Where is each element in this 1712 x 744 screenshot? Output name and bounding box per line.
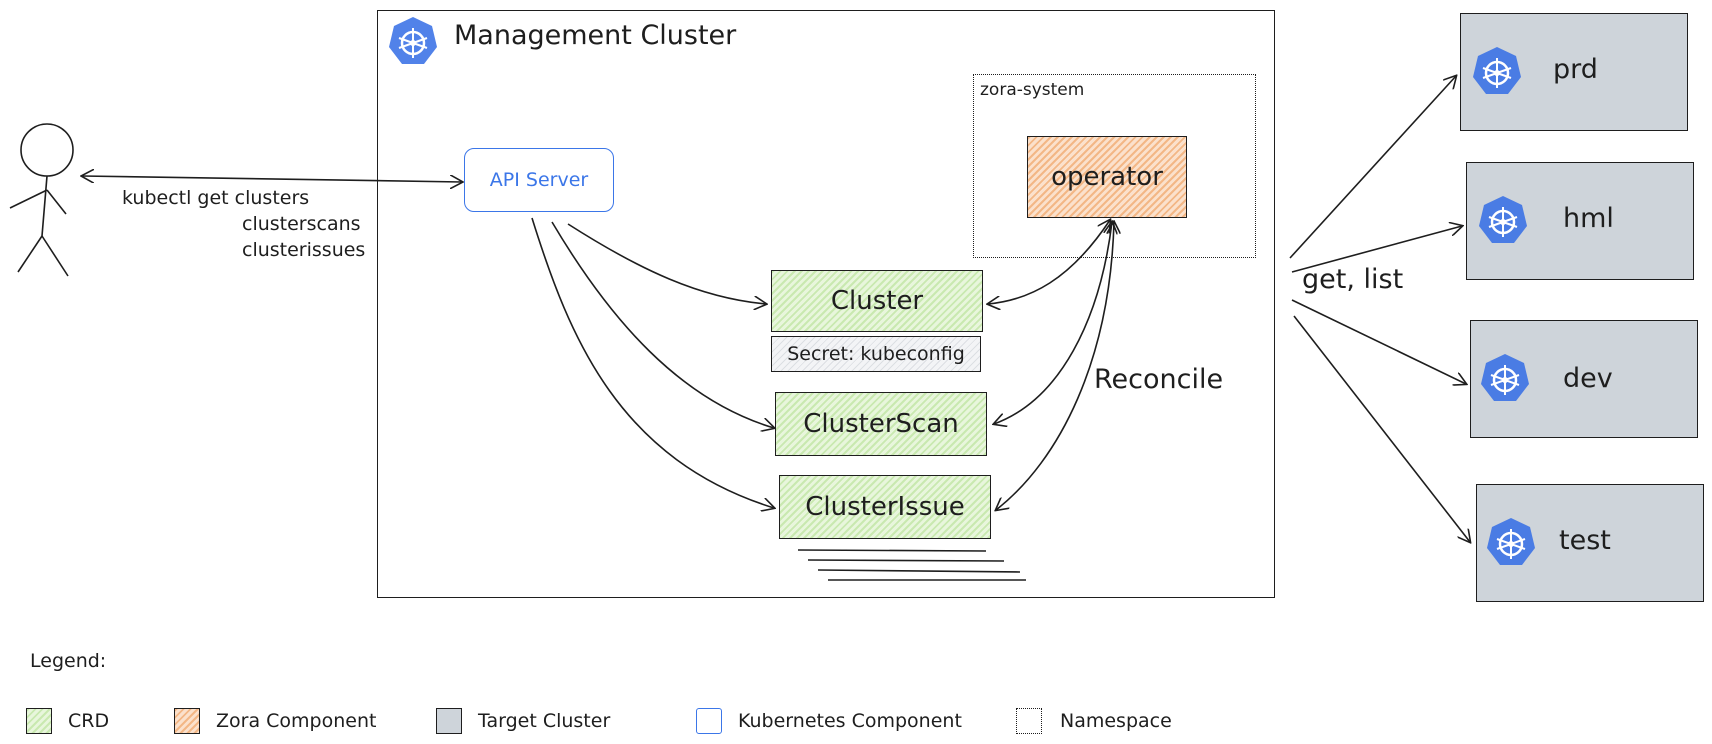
get-list-hml-arrow xyxy=(1291,226,1462,273)
target-label-test: test xyxy=(1559,525,1611,556)
operator-label: operator xyxy=(1051,162,1163,192)
api-server: API Server xyxy=(464,148,614,212)
target-cluster-prd: prd xyxy=(1460,13,1688,131)
user-api-arrow xyxy=(82,176,462,182)
target-cluster-test: test xyxy=(1476,484,1704,602)
legend-label-kubernetes: Kubernetes Component xyxy=(738,710,962,732)
target-label-dev: dev xyxy=(1563,363,1613,394)
management-cluster-box xyxy=(377,10,1275,598)
multiple-issues-lines xyxy=(797,549,1026,581)
target-cluster-hml: hml xyxy=(1466,162,1694,280)
kubectl-command-line2: clusterscans xyxy=(242,213,361,235)
reconcile-clusterscan-arrow xyxy=(994,222,1112,424)
kubernetes-logo-icon xyxy=(1473,47,1521,94)
legend-swatch-crd xyxy=(26,708,52,734)
api-clusterscan-arrow xyxy=(551,221,774,428)
legend-label-target: Target Cluster xyxy=(478,710,611,732)
reconcile-clusterissue-arrow xyxy=(996,222,1114,510)
legend-swatch-zora xyxy=(174,708,200,734)
api-clusterissue-arrow xyxy=(531,217,774,508)
kubernetes-logo-icon xyxy=(1481,354,1529,401)
target-label-hml: hml xyxy=(1563,203,1614,234)
target-cluster-dev: dev xyxy=(1470,320,1698,438)
target-label-prd: prd xyxy=(1553,54,1598,85)
get-list-dev-arrow xyxy=(1291,299,1466,384)
kubectl-command-line1: kubectl get clusters xyxy=(122,187,310,209)
kubernetes-logo-icon xyxy=(389,17,437,64)
get-list-prd-arrow xyxy=(1289,76,1456,259)
legend-label-zora: Zora Component xyxy=(216,710,377,732)
legend-swatch-kubernetes xyxy=(696,708,722,734)
api-cluster-arrow xyxy=(567,223,766,304)
kubernetes-logo-icon xyxy=(1479,196,1527,243)
secret-kubeconfig: Secret: kubeconfig xyxy=(771,336,981,372)
clusterissue-crd: ClusterIssue xyxy=(779,475,991,539)
clusterscan-label: ClusterScan xyxy=(803,409,959,439)
get-list-test-arrow xyxy=(1293,315,1470,542)
legend-swatch-target xyxy=(436,708,462,734)
clusterscan-crd: ClusterScan xyxy=(775,392,987,456)
stick-figure-user-icon xyxy=(9,123,74,277)
operator-box: operator xyxy=(1027,136,1187,218)
management-cluster-title: Management Cluster xyxy=(454,20,737,51)
kubernetes-logo-icon xyxy=(1487,518,1535,565)
api-server-label: API Server xyxy=(489,169,589,191)
reconcile-cluster-arrow xyxy=(988,220,1110,304)
clusterissue-label: ClusterIssue xyxy=(805,492,965,522)
legend-swatch-namespace xyxy=(1016,708,1042,734)
get-list-label: get, list xyxy=(1302,264,1404,295)
legend-title: Legend: xyxy=(30,650,107,672)
cluster-crd-label: Cluster xyxy=(830,286,924,316)
legend-label-crd: CRD xyxy=(68,710,110,732)
kubectl-command-line3: clusterissues xyxy=(242,239,366,261)
namespace-label: zora-system xyxy=(980,80,1085,100)
secret-label: Secret: kubeconfig xyxy=(787,343,965,365)
legend-label-namespace: Namespace xyxy=(1060,710,1172,732)
cluster-crd: Cluster xyxy=(771,270,983,332)
